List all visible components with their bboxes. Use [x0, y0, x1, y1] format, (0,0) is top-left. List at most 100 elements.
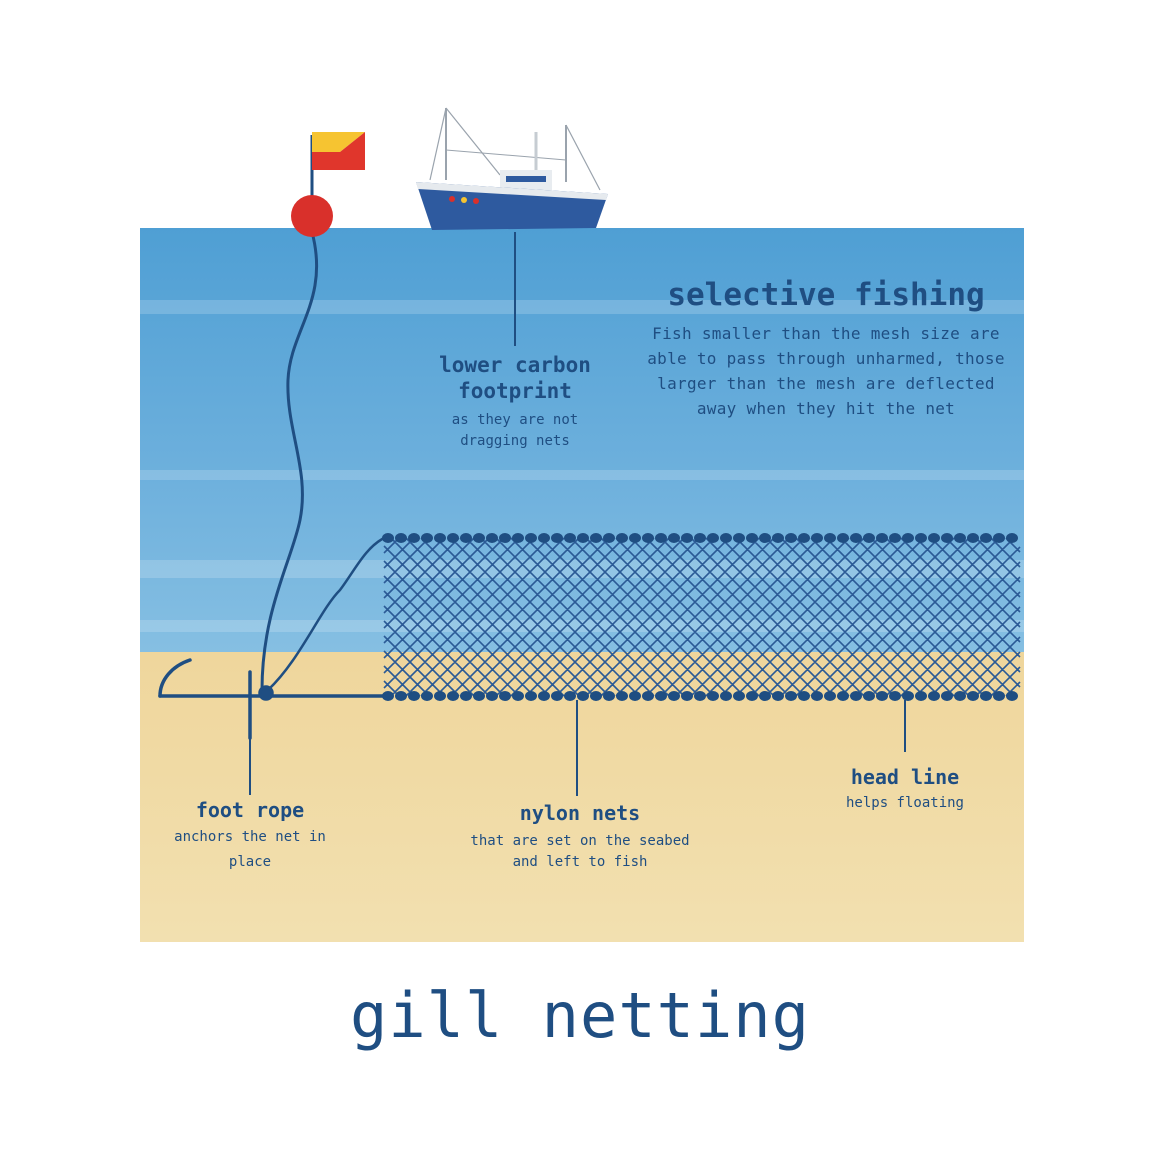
head-line-float: [681, 533, 693, 543]
foot-line-weight: [928, 691, 940, 701]
head-line-float: [629, 533, 641, 543]
foot-line-weight: [486, 691, 498, 701]
head-line-label: head line helps floating: [820, 765, 990, 814]
foot-line-weight: [759, 691, 771, 701]
foot-line-weight: [629, 691, 641, 701]
head-line-float: [915, 533, 927, 543]
foot-line-weight: [863, 691, 875, 701]
foot-line-weight: [642, 691, 654, 701]
selective-fishing-desc: Fish smaller than the mesh size are able…: [640, 321, 1012, 421]
foot-line-weight: [434, 691, 446, 701]
head-line-float: [1006, 533, 1018, 543]
head-line-float: [876, 533, 888, 543]
foot-line-weight: [1006, 691, 1018, 701]
nylon-nets-label: nylon nets that are set on the seabed an…: [465, 800, 695, 873]
head-line-float: [798, 533, 810, 543]
head-line-float: [694, 533, 706, 543]
buoy-icon: [291, 195, 333, 237]
foot-line-weight: [538, 691, 550, 701]
head-line-float: [486, 533, 498, 543]
head-line-float: [551, 533, 563, 543]
head-line-float: [577, 533, 589, 543]
head-line-title: head line: [820, 765, 990, 789]
foot-line-weight: [473, 691, 485, 701]
foot-rope-desc: anchors the net in place: [165, 825, 335, 875]
head-line-float: [707, 533, 719, 543]
head-line-float: [889, 533, 901, 543]
selective-fishing-title: selective fishing: [640, 278, 1012, 312]
head-line-float: [382, 533, 394, 543]
nylon-nets-desc: that are set on the seabed and left to f…: [465, 831, 695, 873]
head-line-float: [967, 533, 979, 543]
foot-line-weight: [967, 691, 979, 701]
foot-line-weight: [707, 691, 719, 701]
foot-line-weight: [668, 691, 680, 701]
head-line-float: [499, 533, 511, 543]
head-line-float: [993, 533, 1005, 543]
foot-line-weight: [837, 691, 849, 701]
foot-line-weight: [512, 691, 524, 701]
head-line-float: [668, 533, 680, 543]
lower-carbon-title: lower carbon footprint: [420, 352, 610, 404]
head-line-float: [564, 533, 576, 543]
head-line-float: [850, 533, 862, 543]
head-line-desc: helps floating: [820, 792, 990, 814]
head-line-float: [863, 533, 875, 543]
head-line-float: [980, 533, 992, 543]
head-line-float: [837, 533, 849, 543]
head-line-float: [616, 533, 628, 543]
head-line-float: [590, 533, 602, 543]
foot-line-weight: [551, 691, 563, 701]
head-line-float: [655, 533, 667, 543]
foot-line-weight: [460, 691, 472, 701]
foot-line-weight: [824, 691, 836, 701]
foot-line-weight: [577, 691, 589, 701]
foot-line-weight: [811, 691, 823, 701]
foot-line-weight: [772, 691, 784, 701]
head-line-float: [512, 533, 524, 543]
foot-line-weight: [954, 691, 966, 701]
head-line-float: [460, 533, 472, 543]
foot-line-weight: [694, 691, 706, 701]
head-line-float: [746, 533, 758, 543]
fishing-boat-icon: [416, 108, 608, 230]
head-line-float: [538, 533, 550, 543]
foot-line-weight: [733, 691, 745, 701]
foot-rope-label: foot rope anchors the net in place: [165, 797, 335, 875]
head-line-float: [941, 533, 953, 543]
nylon-nets-title: nylon nets: [465, 800, 695, 826]
foot-line-weight: [499, 691, 511, 701]
foot-line-weight: [681, 691, 693, 701]
head-line-float: [473, 533, 485, 543]
flag-icon: [312, 132, 365, 200]
head-line-float: [811, 533, 823, 543]
foot-line-weight: [590, 691, 602, 701]
lower-carbon-desc: as they are not dragging nets: [420, 410, 610, 452]
foot-line-weight: [889, 691, 901, 701]
head-line-float: [408, 533, 420, 543]
foot-line-weight: [421, 691, 433, 701]
foot-line-weight: [941, 691, 953, 701]
selective-fishing-label: selective fishing Fish smaller than the …: [640, 278, 1012, 421]
head-line-float: [603, 533, 615, 543]
head-line-float: [928, 533, 940, 543]
head-line-float: [395, 533, 407, 543]
head-line-float: [525, 533, 537, 543]
foot-line-weight: [980, 691, 992, 701]
foot-line-weight: [720, 691, 732, 701]
foot-line-weight: [395, 691, 407, 701]
foot-line-weight: [902, 691, 914, 701]
foot-line-weight: [798, 691, 810, 701]
head-line-float: [642, 533, 654, 543]
foot-line-weight: [408, 691, 420, 701]
foot-line-weight: [447, 691, 459, 701]
foot-line-weight: [915, 691, 927, 701]
foot-line-weight: [525, 691, 537, 701]
foot-line-weight: [746, 691, 758, 701]
foot-line-weight: [603, 691, 615, 701]
page-title: gill netting: [0, 978, 1160, 1054]
head-line-float: [733, 533, 745, 543]
foot-line-weight: [564, 691, 576, 701]
foot-line-weight: [616, 691, 628, 701]
foot-rope-title: foot rope: [165, 797, 335, 823]
